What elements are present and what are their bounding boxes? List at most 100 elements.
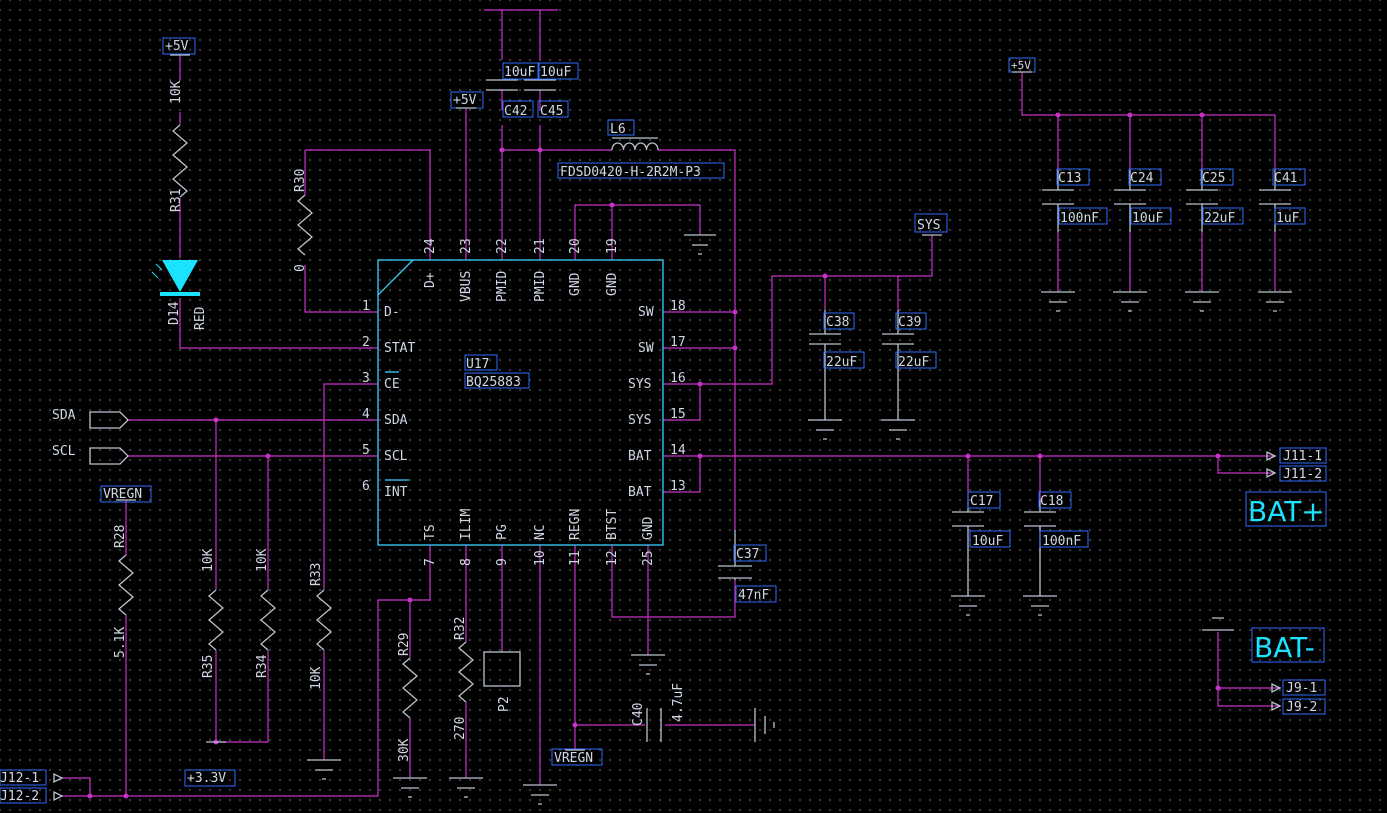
pin-num-21: 21 bbox=[533, 238, 548, 254]
net-plus5v-top: +5V bbox=[165, 39, 189, 54]
connector-j9-1[interactable]: J9-1 bbox=[1286, 681, 1317, 696]
pin-name-btst: BTST bbox=[605, 509, 620, 540]
resistor-r30[interactable] bbox=[297, 194, 313, 256]
ground-icon bbox=[1185, 291, 1219, 312]
resistor-r32[interactable] bbox=[458, 641, 474, 703]
pin-name-sda: SDA bbox=[384, 413, 408, 428]
capacitor-c40[interactable] bbox=[646, 708, 662, 742]
led-d14[interactable] bbox=[151, 260, 200, 296]
pin-num-16: 16 bbox=[670, 371, 686, 386]
pin-name-pmid-22: PMID bbox=[495, 271, 510, 302]
connector-j11-2[interactable]: J11-2 bbox=[1283, 467, 1322, 482]
ground-icon bbox=[951, 595, 985, 616]
c41-ref: C41 bbox=[1274, 171, 1297, 186]
pin-num-3: 3 bbox=[362, 371, 370, 386]
l6-value: FDSD0420-H-2R2M-P3 bbox=[560, 165, 701, 180]
c40-value: 4.7uF bbox=[671, 683, 686, 722]
ic-designator: U17 bbox=[466, 357, 489, 372]
c25-value: 22uF bbox=[1204, 211, 1235, 226]
r30-ref: R30 bbox=[293, 169, 308, 192]
pin-name-pmid-21: PMID bbox=[533, 271, 548, 302]
l6-ref: L6 bbox=[610, 122, 626, 137]
r29-value: 30K bbox=[397, 738, 412, 762]
capacitor-c13[interactable] bbox=[1042, 170, 1074, 232]
capacitor-c41[interactable] bbox=[1259, 170, 1291, 232]
r33-value: 10K bbox=[309, 666, 324, 690]
ground-icon bbox=[523, 784, 557, 805]
pin-name-sw-18: SW bbox=[638, 305, 654, 320]
pin-num-1: 1 bbox=[362, 299, 370, 314]
pin-name-pg: PG bbox=[495, 524, 510, 540]
capacitor-c25[interactable] bbox=[1186, 170, 1218, 232]
capacitors bbox=[486, 79, 1291, 742]
d14-value: RED bbox=[193, 306, 208, 330]
capacitor-c17[interactable] bbox=[952, 500, 984, 596]
resistor-r35[interactable] bbox=[208, 589, 224, 651]
capacitor-c42[interactable] bbox=[486, 79, 518, 91]
c38-ref: C38 bbox=[826, 315, 849, 330]
pin-num-15: 15 bbox=[670, 407, 686, 422]
c24-value: 10uF bbox=[1132, 211, 1163, 226]
capacitor-c38[interactable] bbox=[809, 310, 841, 420]
c39-ref: C39 bbox=[898, 315, 921, 330]
connector-j12-2[interactable]: J12-2 bbox=[0, 789, 39, 804]
resistor-r34[interactable] bbox=[260, 589, 276, 651]
net-vregn-bottom: VREGN bbox=[554, 751, 593, 766]
c25-ref: C25 bbox=[1202, 171, 1225, 186]
capacitor-c24[interactable] bbox=[1114, 170, 1146, 232]
pin-num-22: 22 bbox=[495, 238, 510, 254]
ic-part-number: BQ25883 bbox=[466, 375, 521, 390]
c38-value: 22uF bbox=[826, 355, 857, 370]
capacitor-c39[interactable] bbox=[882, 310, 914, 420]
pin-name-dminus: D- bbox=[384, 305, 400, 320]
pin-name-scl: SCL bbox=[384, 449, 408, 464]
port-scl[interactable] bbox=[89, 447, 129, 465]
capacitor-c37[interactable] bbox=[718, 530, 752, 580]
c17-ref: C17 bbox=[970, 494, 993, 509]
net-sda: SDA bbox=[52, 408, 76, 423]
resistor-r33[interactable] bbox=[316, 589, 332, 651]
pin-name-bat-14: BAT bbox=[628, 449, 652, 464]
pin-name-gnd-25: GND bbox=[641, 516, 656, 540]
pin-name-nc: NC bbox=[533, 524, 548, 540]
c42-ref: C42 bbox=[504, 104, 527, 119]
capacitor-c45[interactable] bbox=[524, 79, 556, 91]
testpoint-p2[interactable] bbox=[483, 651, 521, 687]
r32-ref: R32 bbox=[453, 617, 468, 640]
pin-num-24: 24 bbox=[423, 238, 438, 254]
r29-ref: R29 bbox=[397, 633, 412, 656]
resistor-r31[interactable] bbox=[172, 124, 188, 198]
ground-icon bbox=[631, 654, 665, 675]
connector-j9-2[interactable]: J9-2 bbox=[1286, 700, 1317, 715]
pin-num-2: 2 bbox=[362, 335, 370, 350]
pin-name-regn: REGN bbox=[568, 509, 583, 540]
junctions bbox=[87, 112, 1221, 799]
label-bat-plus: BAT+ bbox=[1248, 495, 1325, 528]
r34-ref: R34 bbox=[255, 654, 270, 678]
pin-name-gnd-20: GND bbox=[568, 272, 583, 296]
ground-icon bbox=[1113, 291, 1147, 312]
ic-body[interactable] bbox=[377, 259, 664, 546]
resistor-r29[interactable] bbox=[402, 657, 418, 719]
ic-u17[interactable]: U17 BQ25883 1 D- 2 STAT 3 CE 4 SDA 5 SCL… bbox=[362, 238, 686, 566]
ground-icon bbox=[449, 777, 483, 798]
net-plus5v-right: +5V bbox=[1011, 59, 1031, 72]
d14-ref: D14 bbox=[167, 301, 182, 325]
connector-j11-1[interactable]: J11-1 bbox=[1283, 449, 1322, 464]
c40-ref: C40 bbox=[631, 703, 646, 726]
pin-num-25: 25 bbox=[641, 550, 656, 566]
c45-ref: C45 bbox=[540, 104, 563, 119]
c37-ref: C37 bbox=[736, 547, 759, 562]
r31-ref: R31 bbox=[169, 189, 184, 212]
capacitor-c18[interactable] bbox=[1024, 500, 1056, 596]
net-scl: SCL bbox=[52, 444, 76, 459]
c42-value: 10uF bbox=[504, 65, 535, 80]
inductor-l6[interactable] bbox=[611, 137, 659, 151]
resistor-r28[interactable] bbox=[118, 554, 134, 616]
connector-j12-1[interactable]: J12-1 bbox=[0, 771, 39, 786]
c17-value: 10uF bbox=[972, 534, 1003, 549]
label-bat-minus: BAT- bbox=[1254, 631, 1315, 664]
port-sda[interactable] bbox=[89, 411, 129, 429]
